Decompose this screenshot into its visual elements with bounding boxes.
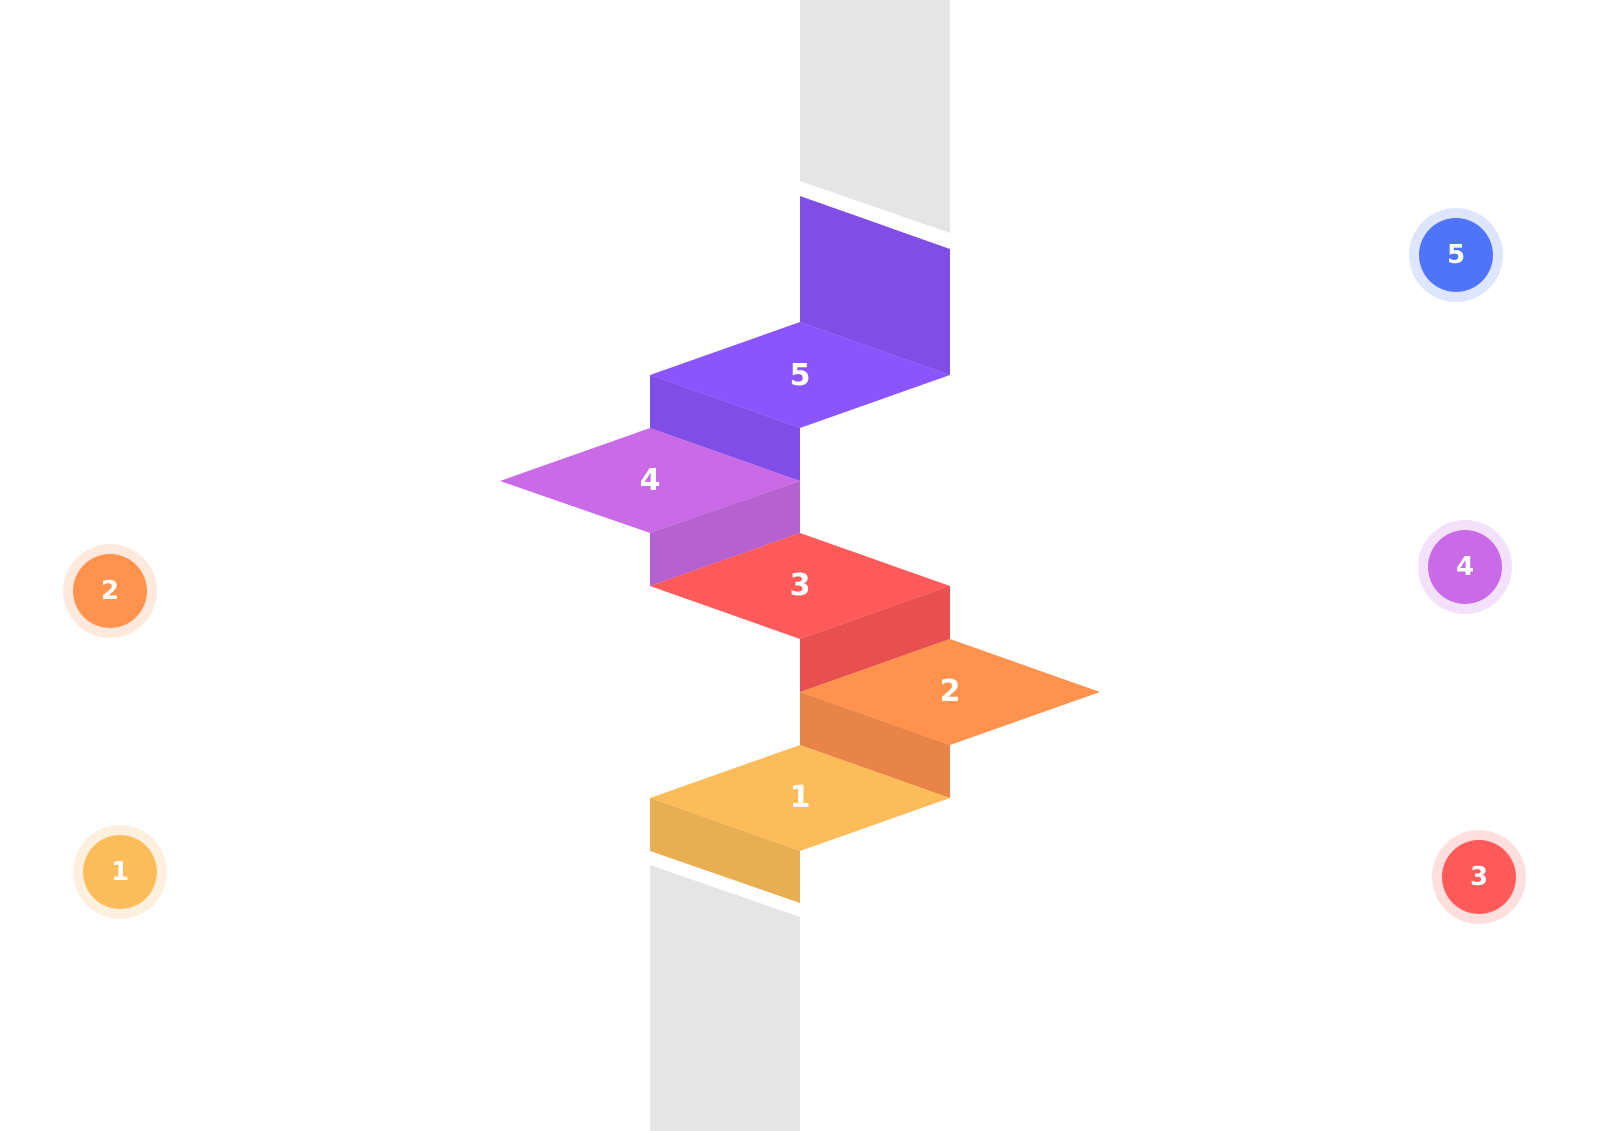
step-4-top [500,428,800,533]
step-2-riser [800,692,950,798]
step-3-label: 3 [790,568,811,603]
step-4-label: 4 [640,463,661,498]
badge-5: 5 [1409,208,1503,302]
step-1-riser [650,798,800,903]
bottom-pillar [650,865,800,1131]
step-1-label: 1 [790,780,811,815]
step-5-label: 5 [790,358,811,393]
badge-4-circle: 4 [1428,530,1502,604]
badge-1-circle: 1 [83,835,157,909]
badge-3-circle: 3 [1442,840,1516,914]
step-2-label: 2 [940,674,961,709]
badge-1: 1 [73,825,167,919]
step-3-riser [800,586,950,692]
step-4-riser [650,481,800,586]
badge-4: 4 [1418,520,1512,614]
step-5-wall [800,196,950,375]
badge-5-circle: 5 [1419,218,1493,292]
badge-3: 3 [1432,830,1526,924]
badge-2: 2 [63,544,157,638]
top-pillar [800,0,950,233]
badge-2-circle: 2 [73,554,147,628]
step-5-riser [650,375,800,481]
